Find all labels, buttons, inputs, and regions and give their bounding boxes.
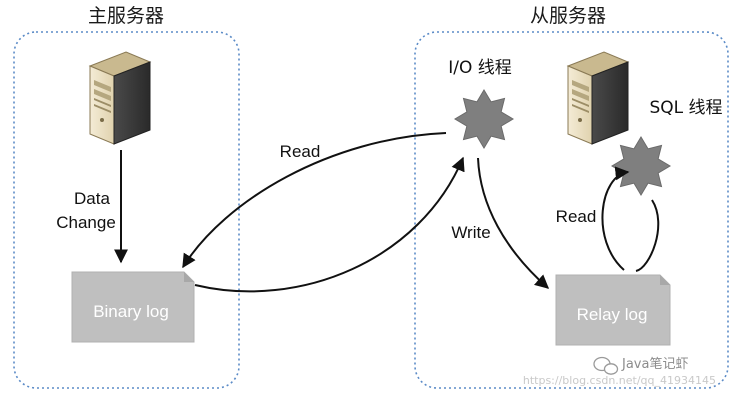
master-server-panel [13, 31, 240, 389]
watermark-url: https://blog.csdn.net/qq_41934145 [523, 374, 716, 387]
master-server-icon [89, 51, 151, 145]
write-label: Write [451, 223, 490, 242]
slave-server-title: 从服务器 [530, 5, 606, 27]
read-arrow-to-binlog [182, 132, 447, 269]
slave-server-icon [567, 51, 629, 145]
read-arrow-to-io-thread [194, 156, 465, 293]
data-change-label-line2: Change [56, 213, 116, 232]
sql-read-label: Read [556, 207, 597, 226]
relay-log-box [555, 274, 671, 346]
binary-log-label: Binary log [93, 302, 169, 321]
write-arrow [477, 157, 550, 289]
master-server-title: 主服务器 [88, 5, 164, 27]
sql-thread-label: SQL 线程 [649, 98, 722, 118]
wechat-icon [593, 356, 619, 375]
relay-log-label: Relay log [577, 305, 648, 324]
data-change-label-line1: Data [74, 189, 110, 208]
sql-read-arrow-up [601, 166, 630, 271]
read-label: Read [280, 142, 321, 161]
binary-log-box [71, 271, 195, 343]
io-thread-icon [454, 89, 514, 149]
watermark-brand: Java笔记虾 [621, 356, 688, 372]
sql-read-arrow-return [635, 199, 660, 272]
sql-thread-icon [611, 136, 671, 196]
io-thread-label: I/O 线程 [448, 58, 512, 78]
